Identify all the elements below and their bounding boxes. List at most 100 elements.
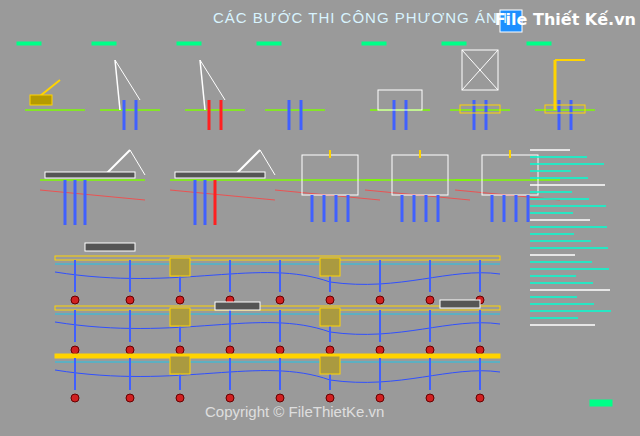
- drawing-line: [429, 358, 431, 390]
- pile-tip: [276, 296, 284, 304]
- pile-tip: [326, 394, 334, 402]
- drawing-line: [479, 310, 481, 342]
- drawing-line: [530, 289, 610, 291]
- drawing-line: [365, 179, 470, 181]
- drawing-line: [530, 240, 591, 242]
- drawing-line: [462, 50, 498, 90]
- riverbed-line: [55, 370, 500, 382]
- drawing-rect: [545, 105, 585, 113]
- drawing-line: [429, 260, 431, 292]
- drawing-rect: [92, 42, 116, 45]
- drawing-line: [265, 109, 325, 111]
- drawing-line: [535, 109, 595, 111]
- drawing-line: [200, 60, 225, 100]
- drawing-line: [185, 109, 245, 111]
- watermark: Copyright © FileThietKe.vn: [205, 403, 384, 420]
- drawing-rect: [175, 180, 275, 205]
- drawing-line: [311, 195, 314, 222]
- drawing-line: [530, 156, 587, 158]
- drawing-line: [323, 195, 326, 222]
- drawing-line: [405, 100, 408, 130]
- pile-tip: [376, 346, 384, 354]
- drawing-line: [479, 358, 481, 390]
- drawing-line: [530, 282, 593, 284]
- drawing-rect: [55, 354, 500, 358]
- drawing-line: [530, 233, 574, 235]
- drawing-rect: [320, 258, 340, 276]
- pile-tip: [426, 394, 434, 402]
- drawing-rect: [170, 356, 190, 374]
- pile-tip: [126, 296, 134, 304]
- pile-tip: [176, 394, 184, 402]
- drawing-line: [129, 260, 131, 292]
- pile-tip: [126, 394, 134, 402]
- drawing-line: [204, 180, 207, 225]
- drawing-line: [419, 150, 421, 158]
- drawing-line: [40, 179, 145, 181]
- pile-tip: [476, 394, 484, 402]
- drawing-line: [462, 50, 498, 90]
- drawing-line: [100, 109, 160, 111]
- drawing-line: [123, 100, 126, 130]
- drawing-rect: [440, 300, 480, 308]
- drawing-line: [530, 170, 571, 172]
- drawing-line: [279, 310, 281, 342]
- drawing-line: [74, 180, 77, 225]
- drawing-line: [437, 195, 440, 222]
- drawing-rect: [302, 155, 358, 195]
- drawing-line: [530, 191, 572, 193]
- drawing-line: [170, 190, 275, 200]
- drawing-rect: [45, 172, 135, 178]
- drawing-rect: [392, 155, 448, 195]
- drawing-rect: [215, 302, 260, 310]
- drawing-line: [393, 100, 396, 130]
- drawing-rect: [17, 42, 41, 45]
- drawing-line: [530, 205, 606, 207]
- drawing-rect: [460, 105, 500, 113]
- drawing-rect: [462, 50, 498, 90]
- drawing-line: [379, 310, 381, 342]
- drawing-rect: [175, 172, 265, 178]
- drawing-line: [229, 260, 231, 292]
- drawing-line: [491, 195, 494, 222]
- drawing-rect: [177, 42, 201, 45]
- drawing-rect: [170, 308, 190, 326]
- drawing-line: [530, 226, 607, 228]
- pile-tip: [126, 346, 134, 354]
- drawing-line: [347, 195, 350, 222]
- riverbed-line: [55, 322, 500, 334]
- drawing-line: [74, 260, 76, 292]
- drawing-line: [55, 314, 500, 315]
- drawing-rect: [320, 308, 340, 326]
- drawing-rect: [527, 42, 551, 45]
- pile-tip: [276, 346, 284, 354]
- drawing-line: [115, 60, 140, 100]
- drawing-line: [530, 296, 577, 298]
- drawing-line: [530, 198, 589, 200]
- drawing-line: [40, 190, 145, 200]
- drawing-line: [530, 317, 578, 319]
- drawing-line: [379, 358, 381, 390]
- drawing-line: [515, 195, 518, 222]
- drawing-line: [170, 179, 275, 181]
- drawing-line: [509, 150, 511, 158]
- drawing-line: [530, 268, 609, 270]
- drawing-line: [429, 310, 431, 342]
- drawing-line: [530, 303, 594, 305]
- drawing-line: [530, 324, 595, 326]
- drawing-line: [401, 195, 404, 222]
- drawing-line: [55, 362, 500, 363]
- drawing-line: [425, 195, 428, 222]
- pile-tip: [326, 346, 334, 354]
- pile-tip: [71, 296, 79, 304]
- drawing-line: [530, 261, 592, 263]
- drawing-line: [55, 264, 500, 265]
- drawing-rect: [85, 243, 135, 251]
- drawing-line: [279, 260, 281, 292]
- drawing-rect: [590, 400, 612, 406]
- drawing-line: [503, 195, 506, 222]
- drawing-rect: [442, 42, 466, 45]
- drawing-line: [555, 59, 585, 61]
- drawing-line: [530, 310, 611, 312]
- drawing-line: [479, 260, 481, 292]
